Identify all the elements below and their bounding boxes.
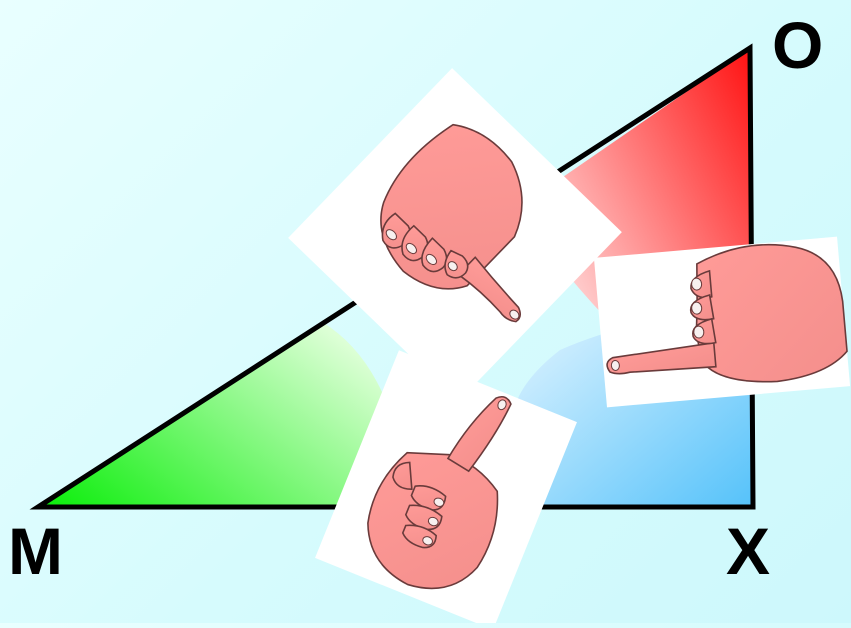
vertex-label-x: X [726,514,771,588]
pointing-hand-icon [593,236,851,408]
vertex-label-o: O [772,8,824,82]
vertex-label-m: M [8,514,63,588]
pointing-hand-icon [288,68,622,402]
angle-m-sector [38,322,393,507]
pointing-hand-icon [315,350,577,628]
